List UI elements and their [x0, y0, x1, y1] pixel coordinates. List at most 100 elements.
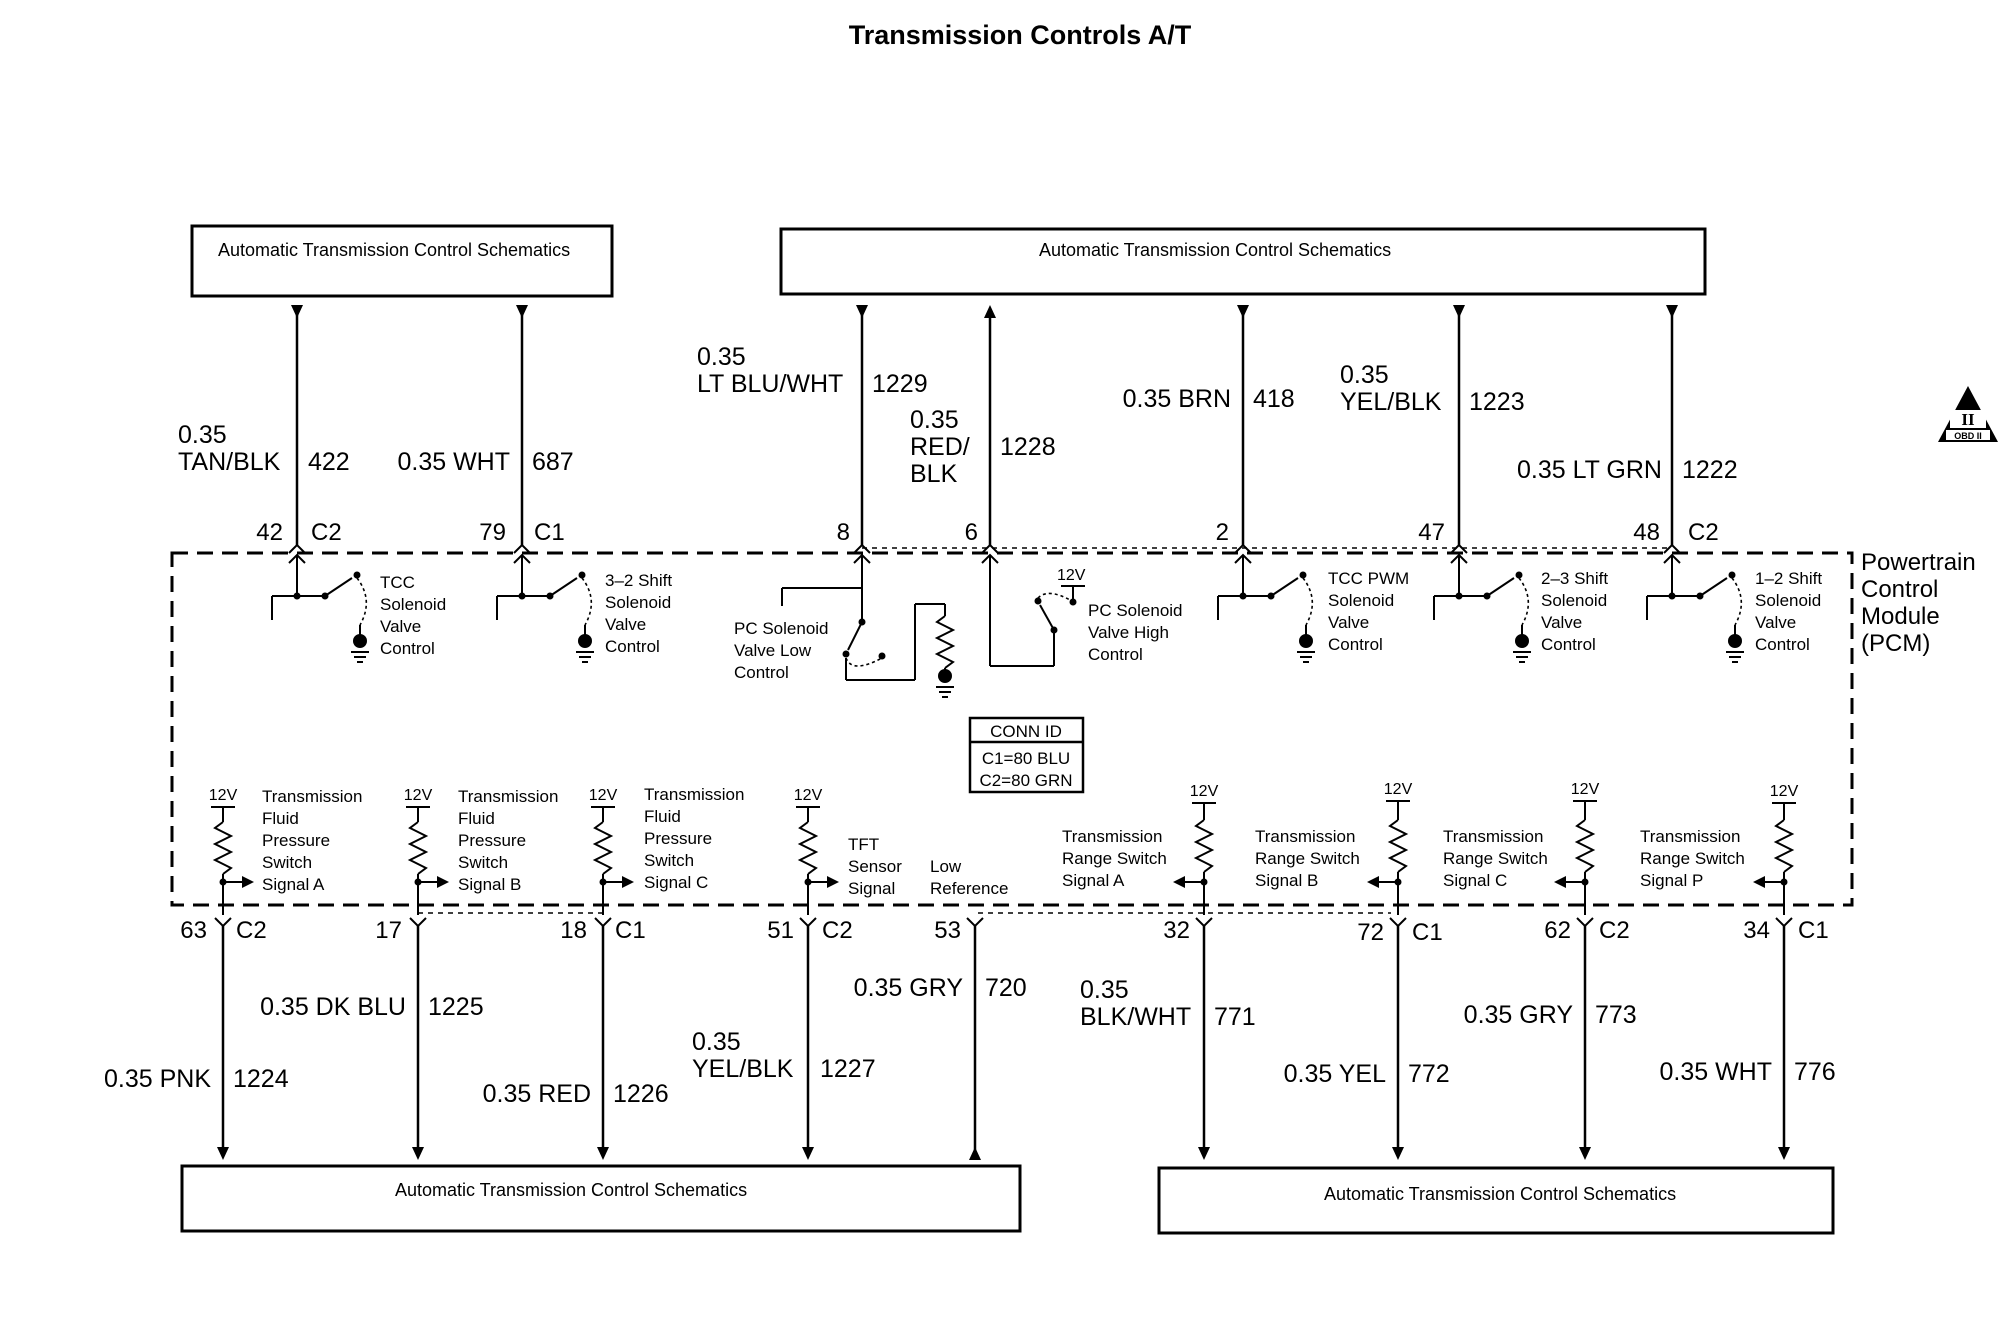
- conn-id-c2: C2=80 GRN: [979, 771, 1072, 790]
- component-label: Valve: [380, 617, 421, 636]
- pcm-label-line-2: Control: [1861, 576, 1938, 603]
- connector-id: C2: [1688, 519, 1719, 546]
- component-label: Signal C: [644, 873, 708, 892]
- component-label: Valve: [605, 615, 646, 634]
- circuit-number: 771: [1214, 1003, 1256, 1031]
- circuit-number: 1222: [1682, 456, 1738, 484]
- wire-label: BLK: [910, 460, 958, 488]
- pin-number: 18: [560, 917, 587, 944]
- wire-label: 0.35: [1340, 361, 1389, 389]
- wire-label: 0.35 RED: [483, 1080, 591, 1108]
- component-label: Switch: [644, 851, 694, 870]
- component-label: Valve: [1328, 613, 1369, 632]
- schematic-box-label: Automatic Transmission Control Schematic…: [395, 1180, 747, 1200]
- schematic-box-bottom-left: Automatic Transmission Control Schematic…: [180, 1164, 1022, 1233]
- wire-label: 0.35 GRY: [854, 974, 964, 1002]
- component-label: Valve: [1541, 613, 1582, 632]
- voltage-label: 12V: [1770, 783, 1799, 800]
- schematic-box-top-right: Automatic Transmission Control Schematic…: [779, 227, 1707, 296]
- circuit-number: 1223: [1469, 388, 1525, 416]
- component-label: Switch: [262, 853, 312, 872]
- pcm-label: Powertrain Control Module (PCM): [1861, 549, 1976, 657]
- wire-label: 0.35 PNK: [104, 1065, 211, 1093]
- conn-id-header: CONN ID: [990, 722, 1062, 741]
- component-label: Solenoid: [605, 593, 671, 612]
- component-label: TFT: [848, 835, 879, 854]
- voltage-label: 12V: [1190, 783, 1219, 800]
- connector-id: C1: [1798, 917, 1829, 944]
- component-label: Range Switch: [1062, 849, 1167, 868]
- component-label: Control: [1541, 635, 1596, 654]
- component-label: Low: [930, 857, 962, 876]
- component-label: Signal A: [1062, 871, 1125, 890]
- connector-id: C1: [615, 917, 646, 944]
- component-label: TCC PWM: [1328, 569, 1409, 588]
- voltage-label: 12V: [404, 787, 433, 804]
- circuit-number: 418: [1253, 385, 1295, 413]
- component-label: PC Solenoid: [734, 619, 829, 638]
- voltage-label: 12V: [209, 787, 238, 804]
- wire-label: 0.35: [692, 1028, 741, 1056]
- connector-id: C2: [236, 917, 267, 944]
- wire-label: YEL/BLK: [1340, 388, 1442, 416]
- obd-ii-badge: II OBD II: [1938, 386, 1998, 442]
- voltage-label: 12V: [1384, 781, 1413, 798]
- wire-label: LT BLU/WHT: [697, 370, 843, 398]
- schematic-box-bottom-right: Automatic Transmission Control Schematic…: [1157, 1166, 1835, 1235]
- component-label: Signal B: [458, 875, 521, 894]
- pin-number: 6: [965, 519, 978, 546]
- pin-number: 17: [375, 917, 402, 944]
- component-label: Control: [380, 639, 435, 658]
- schematic-box-label: Automatic Transmission Control Schematic…: [1039, 240, 1391, 260]
- component-label: Signal A: [262, 875, 325, 894]
- component-label: PC Solenoid: [1088, 601, 1183, 620]
- component-label: 1–2 Shift: [1755, 569, 1822, 588]
- component-label: Solenoid: [380, 595, 446, 614]
- component-label: Control: [734, 663, 789, 682]
- connector-id: C2: [1599, 917, 1630, 944]
- circuit-number: 1224: [233, 1065, 289, 1093]
- circuit-number: 1229: [872, 370, 928, 398]
- wire-label: 0.35 YEL: [1284, 1060, 1387, 1088]
- pcm-boundary: [170, 551, 1854, 907]
- component-label: Pressure: [644, 829, 712, 848]
- component-label: Signal B: [1255, 871, 1318, 890]
- pcm-label-line-3: Module: [1861, 603, 1940, 630]
- component-label: Valve High: [1088, 623, 1169, 642]
- pin-number: 51: [767, 917, 794, 944]
- wire-label: 0.35 WHT: [397, 448, 510, 476]
- component-label: Switch: [458, 853, 508, 872]
- component-label: Range Switch: [1640, 849, 1745, 868]
- component-label: Pressure: [262, 831, 330, 850]
- component-label: Fluid: [644, 807, 681, 826]
- pin-number: 42: [256, 519, 283, 546]
- circuit-771: 12V 32 0.35 BLK/WHT 771 Transmission Ran…: [1062, 783, 1256, 1160]
- component-label: Solenoid: [1755, 591, 1821, 610]
- obd-badge-text: OBD II: [1954, 431, 1982, 441]
- circuit-number: 1227: [820, 1055, 876, 1083]
- conn-id-c1: C1=80 BLU: [982, 749, 1070, 768]
- wire-label: 0.35 BRN: [1123, 385, 1231, 413]
- connector-id: C1: [1412, 919, 1443, 946]
- pin-number: 34: [1743, 917, 1770, 944]
- wire-label: 0.35: [178, 421, 227, 449]
- schematic-box-label: Automatic Transmission Control Schematic…: [1324, 1184, 1676, 1204]
- voltage-label: 12V: [794, 787, 823, 804]
- pin-number: 79: [479, 519, 506, 546]
- component-label: Fluid: [458, 809, 495, 828]
- circuit-number: 422: [308, 448, 350, 476]
- circuit-1228: 12V 0.35 RED/ BLK 1228 6 PC Solenoid Val…: [910, 305, 1183, 667]
- component-label: Transmission: [1062, 827, 1162, 846]
- circuit-1222: 0.35 LT GRN 1222 48 C2 1–2 Shift Solenoi…: [1517, 305, 1822, 663]
- circuit-number: 772: [1408, 1060, 1450, 1088]
- component-label: Range Switch: [1443, 849, 1548, 868]
- component-label: Solenoid: [1541, 591, 1607, 610]
- wire-label: 0.35 LT GRN: [1517, 456, 1662, 484]
- circuit-number: 1225: [428, 993, 484, 1021]
- voltage-label: 12V: [589, 787, 618, 804]
- component-label: Pressure: [458, 831, 526, 850]
- wire-label: 0.35 WHT: [1659, 1058, 1772, 1086]
- circuit-number: 773: [1595, 1001, 1637, 1029]
- component-label: Sensor: [848, 857, 902, 876]
